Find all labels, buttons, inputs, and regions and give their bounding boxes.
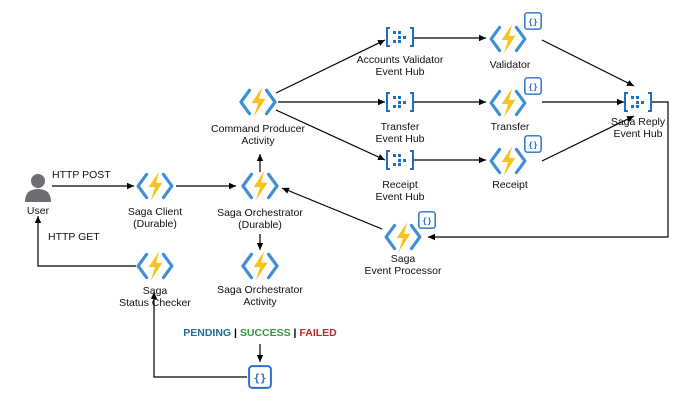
saga-orchestrator-label-1: Saga Orchestrator: [217, 207, 303, 219]
receipt-node: Receipt: [489, 135, 542, 191]
transfer-node: Transfer: [489, 77, 542, 133]
azure-function-icon: [136, 250, 174, 282]
accounts-validator-hub-label-1: Accounts Validator: [357, 54, 444, 66]
saga-orchestrator-label-2: (Durable): [238, 219, 282, 231]
azure-function-icon: [241, 170, 279, 202]
event-hub-icon: [386, 92, 414, 112]
command-producer-label-2: Activity: [241, 135, 275, 147]
json-storage-icon: [418, 211, 436, 229]
transfer-hub-label-2: Event Hub: [375, 133, 424, 145]
azure-function-icon: [136, 170, 174, 202]
azure-function-icon: [489, 145, 527, 177]
saga-reply-hub-node: Saga Reply Event Hub: [611, 92, 666, 140]
status-checker-label-1: Saga: [143, 285, 168, 297]
json-storage-icon: [524, 135, 542, 153]
saga-orchestrator-node: Saga Orchestrator (Durable): [217, 170, 303, 231]
azure-function-icon: [239, 86, 277, 118]
transfer-hub-label-1: Transfer: [381, 121, 420, 133]
azure-function-icon: [489, 87, 527, 119]
accounts-validator-hub-label-2: Event Hub: [375, 66, 424, 78]
edge-receipt-to-reply-hub: [541, 115, 635, 162]
receipt-hub-label-2: Event Hub: [375, 191, 424, 203]
validator-label: Validator: [490, 59, 531, 71]
user-label: User: [27, 205, 50, 217]
status-separator: |: [291, 327, 300, 339]
transfer-label: Transfer: [491, 121, 530, 133]
status-checker-node: Saga Status Checker: [119, 250, 191, 309]
event-hub-icon: [386, 27, 414, 47]
edges: [34, 34, 669, 378]
azure-function-icon: [384, 221, 422, 253]
user-icon: [25, 174, 51, 202]
validator-node: Validator: [489, 12, 542, 71]
saga-client-node: Saga Client (Durable): [128, 170, 182, 230]
command-producer-label-1: Command Producer: [211, 123, 305, 135]
http-get-label: HTTP GET: [48, 231, 100, 243]
receipt-hub-node: Receipt Event Hub: [375, 150, 425, 203]
status-separator: |: [231, 327, 240, 339]
azure-function-icon: [489, 23, 527, 55]
edge-reply-hub-to-event-processor: [428, 101, 669, 241]
event-processor-label-2: Event Processor: [364, 265, 442, 277]
event-hub-icon: [624, 92, 652, 112]
status-checker-label-2: Status Checker: [119, 297, 191, 309]
user-node: User: [25, 174, 51, 217]
receipt-hub-label-1: Receipt: [382, 179, 418, 191]
saga-reply-hub-label-2: Event Hub: [613, 128, 662, 140]
json-storage-icon: [524, 77, 542, 95]
status-failed: FAILED: [299, 327, 337, 339]
edge-producer-to-receipt-hub: [275, 109, 386, 161]
event-processor-label-1: Saga: [391, 253, 416, 265]
azure-function-icon: [241, 250, 279, 282]
event-processor-node: Saga Event Processor: [364, 211, 442, 277]
orchestrator-activity-label-2: Activity: [243, 296, 277, 308]
edge-validator-to-reply-hub: [541, 39, 635, 87]
json-storage-icon: [248, 365, 272, 389]
orchestrator-activity-label-1: Saga Orchestrator: [217, 284, 303, 296]
status-pending: PENDING: [183, 327, 231, 339]
edge-producer-to-accounts-hub: [275, 39, 386, 94]
saga-client-label-2: (Durable): [133, 218, 177, 230]
saga-client-label-1: Saga Client: [128, 206, 182, 218]
orchestrator-activity-node: Saga Orchestrator Activity: [217, 250, 303, 308]
receipt-label: Receipt: [492, 179, 528, 191]
accounts-validator-hub-node: Accounts Validator Event Hub: [357, 27, 444, 78]
command-producer-node: Command Producer Activity: [211, 86, 305, 147]
status-success: SUCCESS: [240, 327, 291, 339]
edge-http-get: [34, 216, 136, 267]
status-line: PENDING | SUCCESS | FAILED: [183, 327, 337, 339]
transfer-hub-node: Transfer Event Hub: [375, 92, 425, 145]
http-post-label: HTTP POST: [52, 169, 111, 181]
event-hub-icon: [386, 150, 414, 170]
edge-event-processor-to-orchestrator: [281, 187, 383, 230]
edge-storage-to-status-checker: [150, 292, 247, 378]
json-storage-icon: [524, 12, 542, 30]
saga-reply-hub-label-1: Saga Reply: [611, 116, 666, 128]
